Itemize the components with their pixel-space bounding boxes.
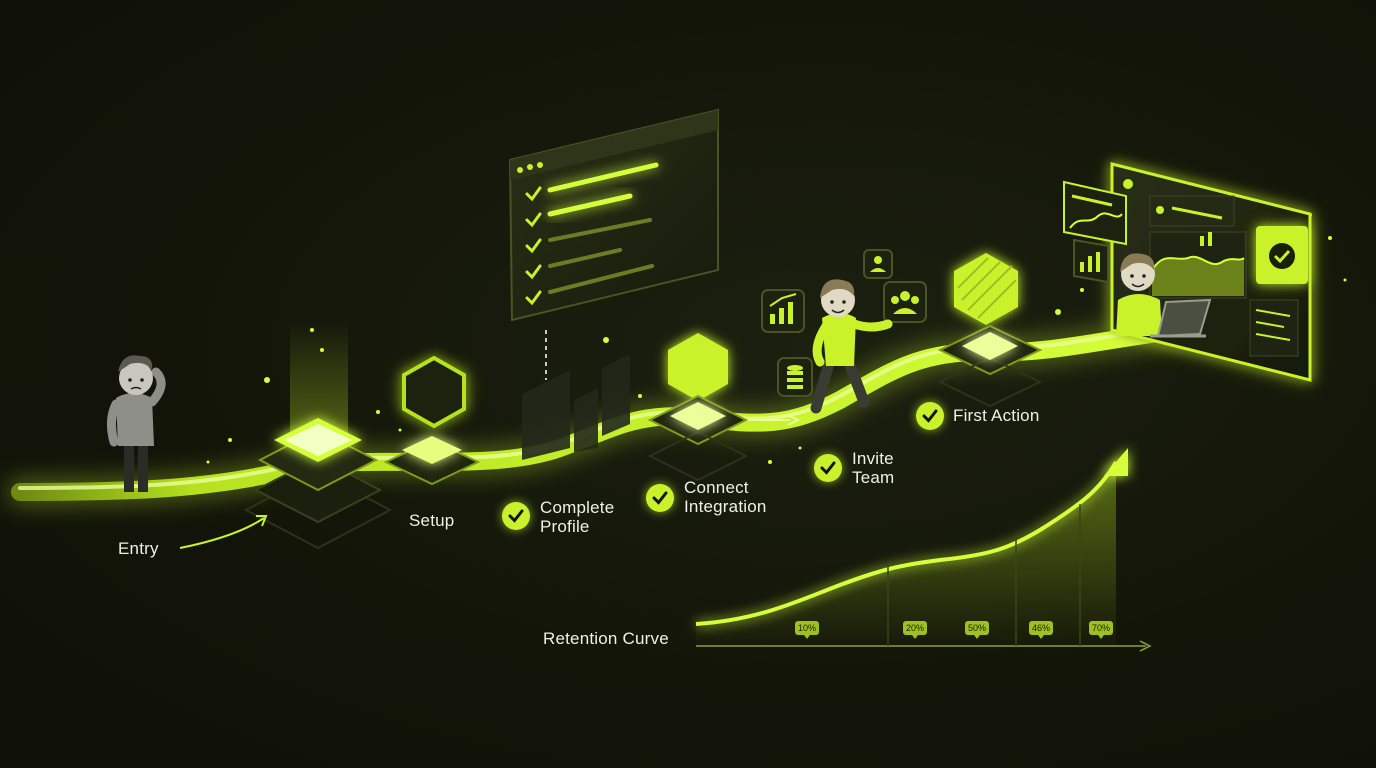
setup-platform xyxy=(383,355,481,486)
check-icon xyxy=(814,454,842,482)
connect-platform xyxy=(647,333,749,482)
team-icon xyxy=(883,281,927,323)
retention-marker: 50% xyxy=(965,621,990,639)
retention-marker: 10% xyxy=(795,621,820,639)
checklist-panel xyxy=(508,108,719,380)
check-icon xyxy=(646,484,674,512)
database-icon xyxy=(777,357,813,397)
stage-label-line: Invite xyxy=(852,449,894,468)
working-user-figure xyxy=(1116,253,1212,338)
stage-label-line: Team xyxy=(852,468,895,487)
retention-arrowhead xyxy=(1104,448,1128,476)
confused-user-figure xyxy=(106,355,166,492)
stage-label-connect-integration: Connect Integration xyxy=(684,478,767,516)
entry-platform xyxy=(243,320,393,550)
stage-label-line: Integration xyxy=(684,497,767,516)
retention-marker: 70% xyxy=(1089,621,1114,639)
stage-label-line: Connect xyxy=(684,478,749,497)
stage-label-setup: Setup xyxy=(409,511,455,530)
first-action-platform xyxy=(937,253,1043,408)
background-bars xyxy=(522,354,630,460)
retention-curve-label: Retention Curve xyxy=(543,629,669,648)
check-icon xyxy=(916,402,944,430)
stage-label-complete-profile: Complete Profile xyxy=(540,498,614,536)
check-icon xyxy=(502,502,530,530)
stage-label-first-action: First Action xyxy=(953,406,1040,425)
side-widget xyxy=(1063,180,1127,284)
stage-label-line: Complete xyxy=(540,498,615,517)
chart-icon xyxy=(761,289,805,333)
user-icon xyxy=(863,249,893,279)
stage-label-invite-team: Invite Team xyxy=(852,449,894,487)
stage-label-entry: Entry xyxy=(118,539,159,558)
entry-arrow xyxy=(179,517,265,549)
stage-label-line: Profile xyxy=(540,517,590,536)
walking-user-figure xyxy=(810,279,893,414)
retention-marker: 20% xyxy=(903,621,928,639)
retention-marker: 46% xyxy=(1029,621,1054,639)
retention-chart xyxy=(695,448,1152,652)
